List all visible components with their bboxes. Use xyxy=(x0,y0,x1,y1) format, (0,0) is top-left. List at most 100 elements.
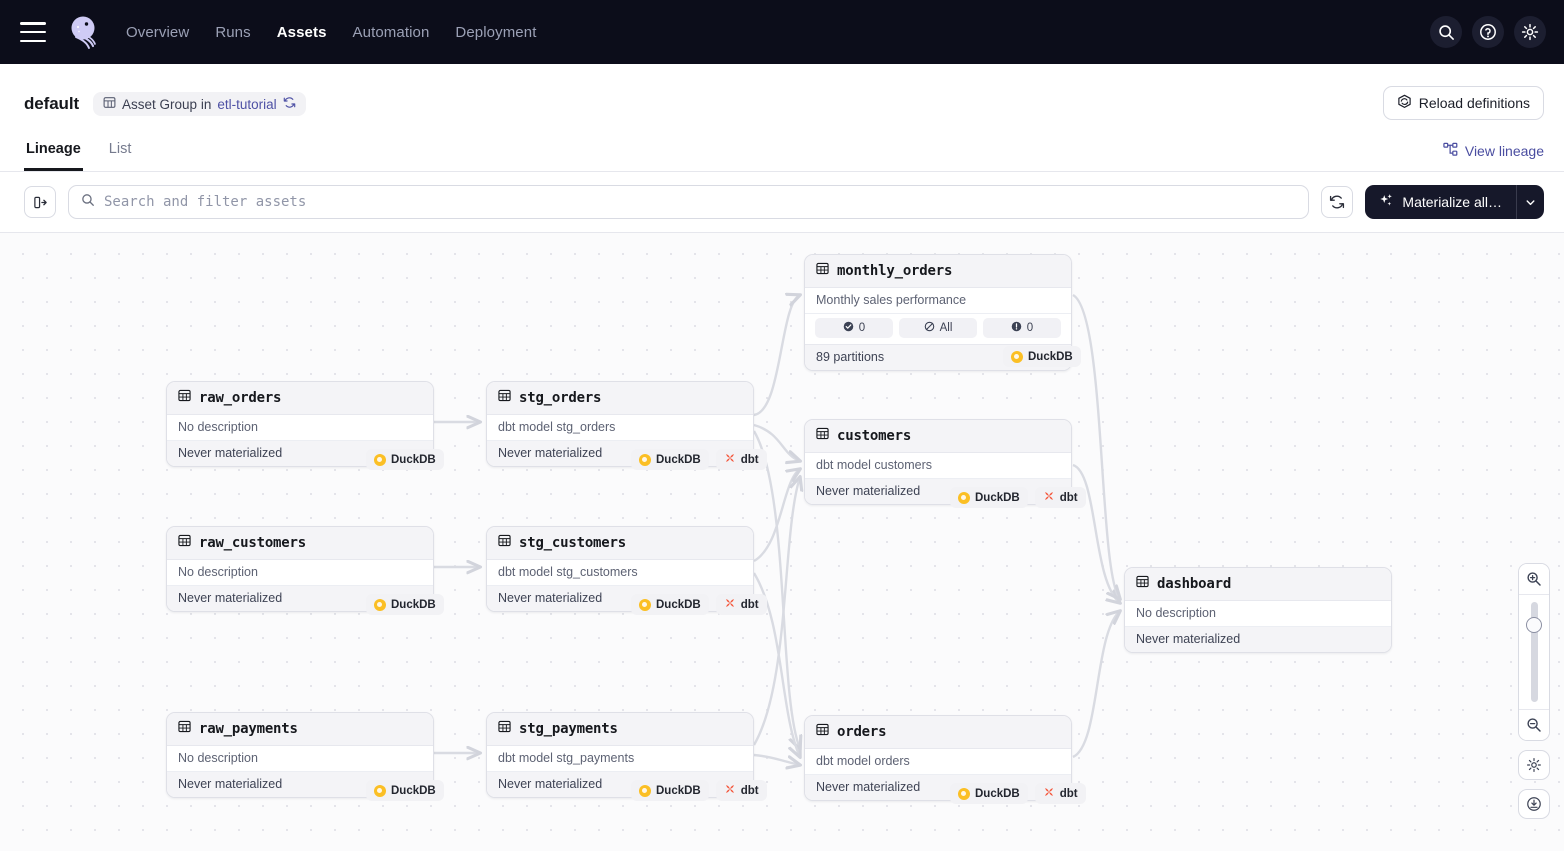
tag-label: DuckDB xyxy=(391,598,436,611)
asset-node-header: monthly_orders xyxy=(805,255,1071,288)
reload-definitions-label: Reload definitions xyxy=(1418,95,1530,111)
exclamation-circle-icon xyxy=(1011,321,1022,335)
reload-definitions-button[interactable]: Reload definitions xyxy=(1382,86,1544,120)
nav-link-assets[interactable]: Assets xyxy=(276,23,327,41)
asset-tags-orders: DuckDB dbt xyxy=(950,783,1086,804)
materialize-all-button[interactable]: Materialize all… xyxy=(1365,185,1516,219)
tag-dbt[interactable]: dbt xyxy=(715,449,767,470)
tag-duckdb[interactable]: DuckDB xyxy=(366,449,444,470)
asset-node-raw_payments[interactable]: raw_payments No description Never materi… xyxy=(166,712,434,798)
sidebar-panel-toggle-button[interactable] xyxy=(24,186,56,218)
tag-label: DuckDB xyxy=(656,453,701,466)
partition-stat-value: 0 xyxy=(1026,322,1034,334)
materialize-all-label: Materialize all… xyxy=(1402,194,1502,210)
search-input[interactable] xyxy=(104,194,1297,210)
duckdb-icon xyxy=(958,491,970,504)
refresh-graph-button[interactable] xyxy=(1321,186,1354,218)
asset-node-header: customers xyxy=(805,420,1071,453)
asset-tags-customers: DuckDB dbt xyxy=(950,487,1086,508)
zoom-in-icon[interactable] xyxy=(1519,564,1549,594)
asset-node-stg_customers[interactable]: stg_customers dbt model stg_customers Ne… xyxy=(486,526,754,612)
tag-duckdb[interactable]: DuckDB xyxy=(950,783,1028,804)
tag-duckdb[interactable]: DuckDB xyxy=(950,487,1028,508)
tag-label: DuckDB xyxy=(391,784,436,797)
table-grid-icon xyxy=(178,720,191,738)
tag-duckdb[interactable]: DuckDB xyxy=(1003,346,1081,367)
lineage-graph-canvas[interactable]: monthly_orders Monthly sales performance… xyxy=(0,232,1564,851)
asset-node-description: Monthly sales performance xyxy=(805,288,1071,314)
asset-node-dashboard[interactable]: dashboard No description Never materiali… xyxy=(1124,567,1392,653)
tag-dbt[interactable]: dbt xyxy=(715,780,767,801)
asset-tags-stg_customers: DuckDB dbt xyxy=(631,594,767,615)
tag-dbt[interactable]: dbt xyxy=(1034,487,1086,508)
partition-stat-materialized[interactable]: 0 xyxy=(815,318,893,338)
gear-icon[interactable] xyxy=(1514,16,1546,48)
dagster-logo[interactable] xyxy=(62,11,104,53)
search-icon[interactable] xyxy=(1430,16,1462,48)
tag-dbt[interactable]: dbt xyxy=(715,594,767,615)
tag-label: dbt xyxy=(1059,491,1078,504)
main-nav-links: Overview Runs Assets Automation Deployme… xyxy=(126,24,536,41)
view-lineage-link[interactable]: View lineage xyxy=(1443,142,1544,160)
asset-node-raw_orders[interactable]: raw_orders No description Never material… xyxy=(166,381,434,467)
dbt-icon xyxy=(724,783,736,798)
asset-node-header: raw_payments xyxy=(167,713,433,746)
refresh-icon[interactable] xyxy=(283,96,296,112)
asset-group-badge[interactable]: Asset Group in etl-tutorial xyxy=(93,92,306,116)
asset-tags-stg_payments: DuckDB dbt xyxy=(631,780,767,801)
dbt-icon xyxy=(724,597,736,612)
dbt-icon xyxy=(1043,786,1055,801)
duckdb-icon xyxy=(374,784,386,797)
asset-node-status: Never materialized xyxy=(1125,627,1391,652)
table-grid-icon xyxy=(498,720,511,738)
asset-node-description: dbt model stg_customers xyxy=(487,560,753,586)
partition-stat-missing[interactable]: All xyxy=(899,318,977,338)
zoom-out-icon[interactable] xyxy=(1519,710,1549,740)
asset-node-description: dbt model stg_orders xyxy=(487,415,753,441)
partition-stat-value: All xyxy=(939,322,953,334)
asset-node-description: No description xyxy=(1125,601,1391,627)
materialize-dropdown-caret-icon[interactable] xyxy=(1516,185,1544,219)
nav-link-runs[interactable]: Runs xyxy=(215,23,251,41)
asset-node-description: No description xyxy=(167,746,433,772)
tag-label: DuckDB xyxy=(975,787,1020,800)
duckdb-icon xyxy=(958,787,970,800)
graph-settings-icon[interactable] xyxy=(1518,750,1550,780)
asset-node-header: raw_customers xyxy=(167,527,433,560)
tag-duckdb[interactable]: DuckDB xyxy=(366,780,444,801)
partition-stat-failed[interactable]: 0 xyxy=(983,318,1061,338)
tag-duckdb[interactable]: DuckDB xyxy=(631,449,709,470)
tag-dbt[interactable]: dbt xyxy=(1034,783,1086,804)
nav-link-automation[interactable]: Automation xyxy=(352,23,430,41)
tag-duckdb[interactable]: DuckDB xyxy=(631,780,709,801)
table-grid-icon xyxy=(1136,575,1149,593)
asset-tags-monthly_orders: DuckDB xyxy=(1003,346,1081,367)
view-lineage-label: View lineage xyxy=(1464,143,1544,159)
help-icon[interactable] xyxy=(1472,16,1504,48)
tag-duckdb[interactable]: DuckDB xyxy=(631,594,709,615)
asset-node-description: No description xyxy=(167,560,433,586)
zoom-controls xyxy=(1518,563,1550,819)
zoom-slider-knob[interactable] xyxy=(1526,617,1542,633)
hamburger-menu-icon[interactable] xyxy=(20,22,46,42)
asset-node-header: stg_orders xyxy=(487,382,753,415)
asset-node-name: raw_orders xyxy=(199,390,282,406)
zoom-level-slider[interactable] xyxy=(1519,594,1549,710)
table-grid-icon xyxy=(178,534,191,552)
asset-node-stg_orders[interactable]: stg_orders dbt model stg_orders Never ma… xyxy=(486,381,754,467)
asset-node-description: No description xyxy=(167,415,433,441)
asset-node-name: stg_orders xyxy=(519,390,602,406)
tab-lineage[interactable]: Lineage xyxy=(24,141,83,171)
tab-list[interactable]: List xyxy=(108,141,132,157)
search-filter-box[interactable] xyxy=(68,185,1310,219)
asset-node-header: dashboard xyxy=(1125,568,1391,601)
fit-to-screen-icon[interactable] xyxy=(1518,789,1550,819)
asset-node-header: raw_orders xyxy=(167,382,433,415)
nav-link-overview[interactable]: Overview xyxy=(126,23,190,41)
tag-duckdb[interactable]: DuckDB xyxy=(366,594,444,615)
check-circle-icon xyxy=(843,321,854,335)
nav-link-deployment[interactable]: Deployment xyxy=(455,23,537,41)
tag-label: dbt xyxy=(740,598,759,611)
asset-group-link[interactable]: etl-tutorial xyxy=(217,96,277,112)
asset-node-orders[interactable]: orders dbt model orders Never materializ… xyxy=(804,715,1072,801)
